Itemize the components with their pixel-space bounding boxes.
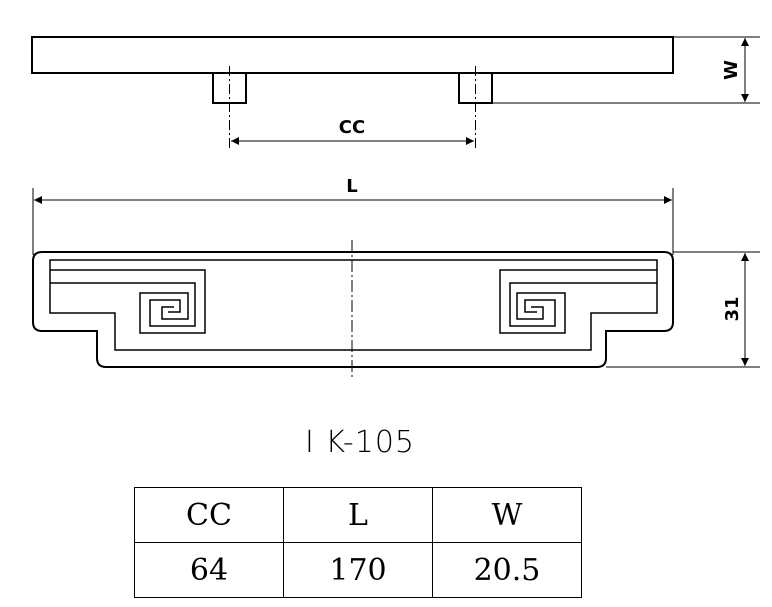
header-w: W: [432, 487, 582, 543]
value-w: 20.5: [432, 542, 582, 598]
value-cc: 64: [134, 542, 284, 598]
handle-bar-top: [31, 36, 674, 74]
right-meander-ornament: [499, 269, 657, 334]
front-view: L 31: [32, 176, 760, 378]
handle-inner-outline: [49, 259, 658, 351]
l-dimension-label: L: [346, 176, 357, 197]
spec-table: CC L W 64 170 20.5: [134, 487, 582, 598]
cc-dimension-label: CC: [339, 117, 365, 138]
table-header-row: CC L W: [134, 487, 582, 543]
w-dimension-label: W: [721, 60, 742, 80]
height-dimension-label: 31: [722, 296, 743, 321]
handle-outer-outline: [32, 251, 674, 368]
model-number: I K-105: [305, 425, 415, 460]
header-l: L: [283, 487, 433, 543]
table-row: 64 170 20.5: [134, 542, 582, 598]
header-cc: CC: [134, 487, 284, 543]
value-l: 170: [283, 542, 433, 598]
top-view: CC W: [31, 36, 760, 150]
left-meander-ornament: [50, 269, 206, 334]
